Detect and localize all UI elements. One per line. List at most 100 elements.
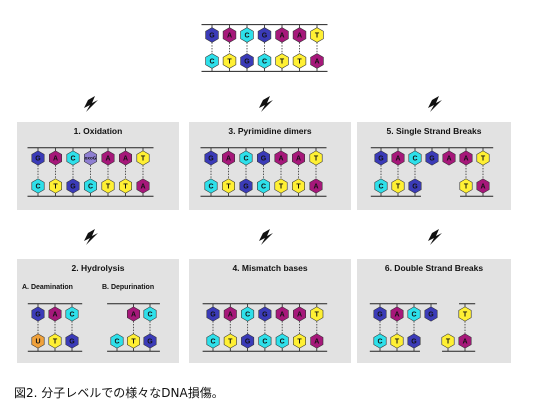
- base-letter: C: [243, 156, 248, 163]
- base-t: T: [292, 333, 307, 349]
- lightning-bolt-icon: [259, 96, 273, 112]
- base-hexagon: [239, 178, 253, 194]
- base-hexagon: [275, 333, 289, 349]
- base-letter: A: [279, 33, 284, 40]
- base-t: T: [476, 150, 490, 166]
- base-letter: A: [463, 156, 468, 163]
- base-t: T: [119, 178, 132, 194]
- base-letter: C: [280, 339, 285, 346]
- base-letter: A: [395, 156, 400, 163]
- base-hexagon: [374, 150, 388, 166]
- base-letter: A: [140, 184, 145, 191]
- base-letter: A: [123, 156, 128, 163]
- base-g: G: [66, 178, 80, 194]
- base-hexagon: [390, 306, 404, 322]
- base-letter: C: [88, 184, 93, 191]
- base-g: G: [204, 150, 218, 166]
- base-hexagon: [442, 150, 456, 166]
- base-hexagon: [258, 333, 272, 349]
- base-letter: G: [262, 33, 268, 40]
- base-t: T: [390, 333, 404, 349]
- base-hexagon: [65, 306, 79, 322]
- base-hexagon: [258, 306, 272, 322]
- base-letter: A: [226, 156, 231, 163]
- base-hexagon: [391, 150, 405, 166]
- base-hexagon: [119, 150, 132, 166]
- base-letter: T: [315, 33, 320, 40]
- base-letter: T: [228, 339, 233, 346]
- base-a: A: [292, 306, 307, 322]
- base-t: T: [391, 178, 405, 194]
- subpanel-title: B. Depurination: [102, 284, 154, 291]
- base-letter: A: [462, 339, 467, 346]
- base-t: T: [48, 333, 62, 349]
- base-g: G: [205, 27, 219, 43]
- base-g: G: [143, 333, 157, 349]
- base-t: T: [136, 150, 150, 166]
- base-hexagon: [407, 306, 421, 322]
- base-letter: C: [411, 312, 416, 319]
- base-hexagon: [476, 178, 490, 194]
- base-hexagon: [240, 53, 254, 69]
- base-letter: C: [244, 33, 249, 40]
- base-a: A: [275, 306, 289, 322]
- base-a: A: [292, 27, 307, 43]
- lightning-bolt-icon: [428, 229, 442, 245]
- base-letter: T: [297, 59, 302, 66]
- base-g: G: [65, 333, 79, 349]
- base-letter: G: [378, 156, 384, 163]
- panel-title: 3. Pyrimidine dimers: [228, 126, 311, 136]
- base-a: A: [390, 306, 404, 322]
- base-letter: G: [147, 339, 153, 346]
- base-hexagon: [275, 306, 289, 322]
- base-hexagon: [408, 150, 422, 166]
- base-letter: A: [296, 156, 301, 163]
- base-letter: T: [446, 339, 451, 346]
- base-letter: G: [209, 33, 215, 40]
- panel-background: [17, 122, 179, 210]
- base-hexagon: [143, 306, 157, 322]
- base-letter: G: [208, 156, 214, 163]
- base-hexagon: [241, 306, 255, 322]
- base-a: A: [275, 27, 289, 43]
- base-hexagon: [127, 306, 140, 322]
- base-letter: A: [314, 59, 319, 66]
- base-a: A: [458, 333, 472, 349]
- base-hexagon: [110, 333, 124, 349]
- base-g: G: [206, 306, 220, 322]
- base-letter: A: [480, 184, 485, 191]
- base-letter: A: [228, 312, 233, 319]
- base-a: A: [48, 306, 62, 322]
- base-g: G: [31, 306, 45, 322]
- base-c: C: [241, 306, 255, 322]
- base-hexagon: [310, 306, 324, 322]
- base-oxog: oxoG: [84, 150, 97, 166]
- base-letter: A: [446, 156, 451, 163]
- base-letter: T: [227, 59, 232, 66]
- base-g: G: [240, 53, 254, 69]
- base-letter: A: [53, 156, 58, 163]
- base-a: A: [119, 150, 132, 166]
- base-hexagon: [407, 333, 421, 349]
- base-hexagon: [458, 333, 472, 349]
- base-letter: T: [296, 184, 301, 191]
- base-t: T: [223, 333, 237, 349]
- base-a: A: [223, 306, 237, 322]
- base-hexagon: [373, 333, 387, 349]
- base-a: A: [101, 150, 115, 166]
- base-letter: T: [53, 184, 58, 191]
- base-letter: A: [314, 339, 319, 346]
- base-hexagon: [459, 150, 473, 166]
- base-letter: C: [209, 59, 214, 66]
- base-letter: A: [131, 312, 136, 319]
- base-hexagon: [374, 178, 388, 194]
- base-letter: T: [53, 339, 58, 346]
- base-letter: C: [261, 184, 266, 191]
- base-hexagon: [136, 178, 150, 194]
- base-hexagon: [66, 150, 80, 166]
- base-hexagon: [291, 178, 306, 194]
